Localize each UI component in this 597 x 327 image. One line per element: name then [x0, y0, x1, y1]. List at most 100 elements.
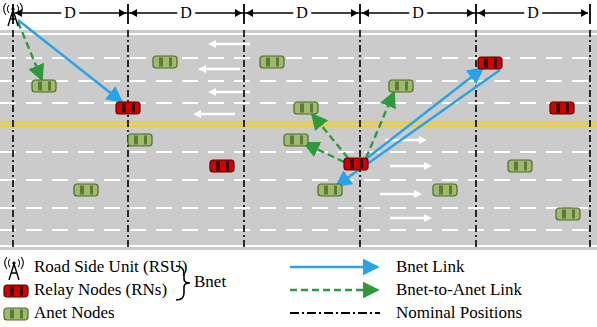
car-window [556, 104, 560, 113]
legend-text: Anet Nodes [34, 304, 115, 323]
car-window [132, 104, 135, 113]
rsu-tower [8, 10, 18, 26]
road-edge-line [0, 33, 597, 35]
direction-arrow [390, 162, 432, 170]
group-label: Bnet [194, 273, 226, 292]
car-window [169, 58, 172, 67]
anet-node-car [433, 184, 457, 196]
legend-text: Bnet-to-Anet Link [396, 281, 522, 300]
car-window [360, 160, 363, 169]
legend-anet-link-sample [290, 289, 378, 291]
nominal-position-line [243, 30, 245, 250]
car-window [290, 136, 294, 145]
car-window [10, 310, 14, 319]
dimension-arrowhead [130, 9, 137, 17]
car-window [494, 59, 497, 68]
road-surface [0, 30, 597, 250]
lane-divider [0, 80, 597, 82]
anet-node-car [284, 134, 308, 146]
car-window [566, 104, 569, 113]
bnet-to-anet-link [18, 22, 42, 80]
bnet-to-anet-link [366, 92, 394, 158]
dimension-label: D [293, 4, 311, 22]
car-window [395, 82, 399, 91]
dimension-arrowhead [467, 9, 474, 17]
dimension-arrowhead [581, 9, 588, 17]
bnet-link [336, 70, 500, 186]
car-window [300, 136, 303, 145]
direction-arrow [390, 214, 432, 222]
car-window [350, 160, 354, 169]
nominal-position-line [589, 30, 591, 250]
car-window [38, 82, 42, 91]
car-window [266, 58, 270, 67]
direction-arrow [193, 110, 235, 118]
dimension-tick [475, 4, 477, 24]
car-window [80, 186, 84, 195]
car-window [122, 104, 126, 113]
nominal-position-line [12, 30, 14, 250]
car-window [405, 82, 408, 91]
car-body [318, 184, 342, 196]
nominal-position-line [475, 30, 477, 250]
rsu-icon [5, 257, 24, 280]
anet-node-car [4, 308, 28, 320]
car-window [48, 82, 51, 91]
car-body [116, 102, 140, 114]
anet-node-car [294, 102, 318, 114]
dimension-tick [243, 4, 245, 24]
car-body [294, 102, 318, 114]
anet-node-car [389, 80, 413, 92]
anet-node-car [32, 80, 56, 92]
car-window [334, 186, 337, 195]
lane-divider [0, 151, 597, 153]
anet-node-car [153, 56, 177, 68]
rsu-antenna [12, 261, 15, 264]
relay-node-car [550, 102, 574, 114]
car-body [550, 102, 574, 114]
car-body [508, 160, 532, 172]
dimension-label: D [409, 4, 427, 22]
dimension-tick [589, 4, 591, 24]
car-window [300, 104, 304, 113]
car-window [226, 162, 229, 171]
bnet-link [18, 20, 122, 102]
car-window [310, 104, 313, 113]
direction-arrow [380, 190, 422, 198]
lane-divider [0, 179, 597, 181]
dimension-arrowhead [235, 9, 242, 17]
anet-node-car [318, 184, 342, 196]
car-body [556, 208, 580, 220]
car-body [389, 80, 413, 92]
car-body [128, 134, 152, 146]
bnet-to-anet-link [304, 143, 344, 162]
car-window [90, 186, 93, 195]
anet-node-car [260, 56, 284, 68]
direction-arrow [198, 65, 240, 73]
road-edge-line [0, 245, 597, 247]
lane-divider [0, 207, 597, 209]
car-window [439, 186, 443, 195]
car-body [153, 56, 177, 68]
relay-node-car [210, 160, 234, 172]
anet-node-car [74, 184, 98, 196]
relay-node-car [478, 57, 502, 69]
anet-node-car [128, 134, 152, 146]
dimension-label: D [177, 4, 195, 22]
legend-nominal-sample [290, 312, 380, 314]
car-body [478, 57, 502, 69]
relay-node-car [344, 158, 368, 170]
car-window [144, 136, 147, 145]
car-window [484, 59, 488, 68]
rsu-icon [4, 3, 23, 26]
car-window [20, 287, 23, 296]
car-window [562, 210, 566, 219]
legend-text: Relay Nodes (RNs) [34, 281, 167, 300]
center-line [0, 121, 597, 123]
car-window [324, 186, 328, 195]
lane-divider [0, 229, 597, 231]
car-window [20, 310, 23, 319]
car-window [449, 186, 452, 195]
anet-node-car [508, 160, 532, 172]
car-body [260, 56, 284, 68]
